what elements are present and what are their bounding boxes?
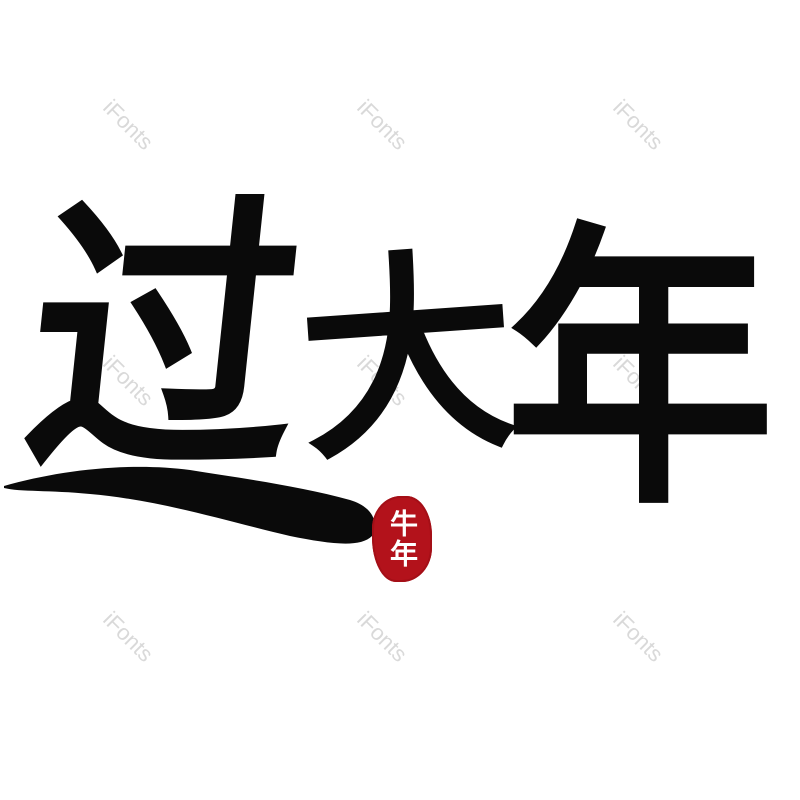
red-seal-stamp: 牛年 bbox=[372, 496, 432, 582]
glyph-guo: 过 bbox=[11, 168, 319, 512]
glyph-nian: 年 bbox=[505, 195, 775, 545]
seal-text: 牛年 bbox=[386, 509, 419, 569]
glyph-da: 大 bbox=[291, 223, 524, 492]
